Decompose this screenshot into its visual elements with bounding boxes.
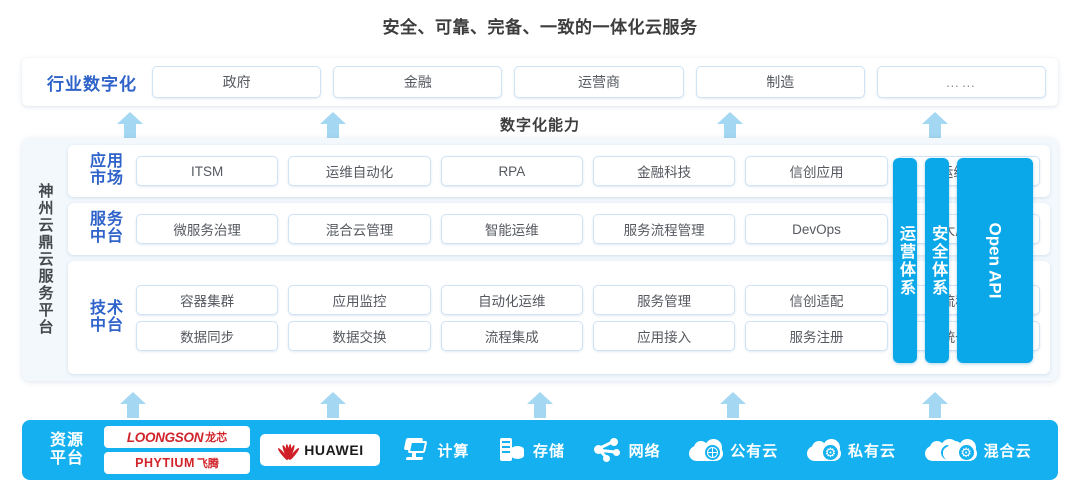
tag-hybrid-cloud-mgmt[interactable]: 混合云管理 [288, 214, 431, 244]
industry-band: 行业数字化 政府 金融 运营商 制造 …… [22, 58, 1058, 106]
resource-item-network[interactable]: 网络 [593, 437, 661, 463]
industry-box-list: 政府 金融 运营商 制造 …… [152, 66, 1048, 98]
up-arrow-icon [720, 392, 746, 418]
tag-fintech[interactable]: 金融科技 [592, 156, 736, 186]
pillar-open-api-label: Open API [985, 222, 1005, 299]
up-arrow-icon [717, 112, 743, 138]
resource-label-line1: 资源 [49, 431, 84, 449]
industry-item-government[interactable]: 政府 [152, 66, 322, 98]
layer-service-midplatform-label: 服务 中台 [78, 211, 136, 246]
layer-label-line2: 中台 [89, 228, 124, 245]
industry-item-finance[interactable]: 金融 [333, 66, 503, 98]
resource-item-hybrid-cloud-label: 混合云 [983, 442, 1032, 460]
phytium-logo: PHYTIUM 飞腾 [104, 452, 250, 474]
resource-item-hybrid-cloud[interactable]: ⚙ 混合云 [924, 439, 1032, 461]
tag-devops[interactable]: DevOps [745, 214, 888, 244]
tag-data-sync[interactable]: 数据同步 [136, 320, 279, 351]
network-icon [593, 437, 622, 463]
pillar-open-api[interactable]: Open API [957, 158, 1034, 363]
layer-label-line1: 技术 [89, 299, 124, 317]
huawei-petal-icon [276, 441, 301, 461]
loongson-logo: LOONGSON 龙芯 [104, 426, 250, 448]
resource-item-compute-label: 计算 [437, 442, 470, 460]
layer-service-midplatform: 服务 中台 微服务治理 混合云管理 智能运维 服务流程管理 DevOps 大屏展… [68, 203, 1050, 255]
loongson-cn-text: 龙芯 [205, 432, 228, 444]
hybrid-cloud-private-part: ⚙ [942, 439, 977, 461]
phytium-cn-text: 飞腾 [196, 458, 219, 470]
resource-label-line2: 平台 [49, 450, 84, 467]
loongson-brand-text: LOONGSON [126, 429, 204, 445]
tag-ops-automation[interactable]: 运维自动化 [288, 156, 431, 186]
tag-xinchuang-app[interactable]: 信创应用 [745, 156, 888, 186]
hybrid-cloud-icon: ⚙ [924, 439, 977, 461]
layer-label-line2: 中台 [89, 316, 124, 334]
tag-service-mgmt[interactable]: 服务管理 [592, 284, 736, 315]
resource-item-list: 计算 存储 网络 公有云 [380, 437, 1046, 463]
platform-side-label: 神州云鼎云服务平台 [22, 138, 68, 381]
up-arrow-icon [120, 392, 146, 418]
resource-item-storage[interactable]: 存储 [498, 437, 565, 463]
page-title: 安全、可靠、完备、一致的一体化云服务 [382, 18, 698, 37]
gear-icon: ⚙ [958, 445, 974, 460]
pillar-operations-system-label: 运营体系 [897, 224, 915, 297]
resource-item-private-cloud[interactable]: ⚙ 私有云 [806, 439, 896, 461]
tag-xinchuang-adaptation[interactable]: 信创适配 [745, 284, 888, 315]
tag-automated-ops[interactable]: 自动化运维 [440, 284, 583, 315]
tag-microservice-governance[interactable]: 微服务治理 [136, 214, 279, 244]
platform-pillars: 运营体系 安全体系 Open API [893, 158, 1034, 363]
public-cloud-icon [689, 439, 724, 461]
resource-item-network-label: 网络 [628, 442, 661, 460]
gear-icon: ⚙ [822, 445, 838, 460]
up-arrow-icon [320, 112, 346, 138]
layer-tech-midplatform-label: 技术 中台 [78, 299, 136, 335]
resource-item-public-cloud-label: 公有云 [730, 442, 779, 460]
resource-platform-bar: 资源 平台 LOONGSON 龙芯 PHYTIUM 飞腾 HUAWEI [22, 420, 1058, 480]
layer-label-line1: 服务 [89, 211, 124, 229]
resource-item-public-cloud[interactable]: 公有云 [689, 439, 778, 461]
up-arrow-icon [922, 392, 948, 418]
tag-process-integration[interactable]: 流程集成 [440, 320, 583, 351]
compute-icon [402, 437, 430, 463]
industry-item-more[interactable]: …… [876, 66, 1047, 98]
tag-data-exchange[interactable]: 数据交换 [288, 320, 431, 351]
resource-item-compute[interactable]: 计算 [402, 437, 469, 463]
resource-platform-label: 资源 平台 [34, 432, 100, 469]
huawei-logo: HUAWEI [260, 434, 380, 466]
up-arrow-icon [527, 392, 553, 418]
pillar-security-system-label: 安全体系 [929, 224, 947, 297]
tag-container-cluster[interactable]: 容器集群 [136, 284, 279, 315]
layer-label-line1: 应用 [89, 153, 124, 171]
phytium-brand-text: PHYTIUM [135, 456, 195, 470]
tag-app-monitoring[interactable]: 应用监控 [288, 284, 431, 315]
up-arrow-icon [320, 392, 346, 418]
platform-side-label-text: 神州云鼎云服务平台 [36, 183, 54, 336]
capability-title: 数字化能力 [499, 117, 580, 134]
industry-band-label: 行业数字化 [47, 74, 137, 94]
industry-item-manufacturing[interactable]: 制造 [695, 66, 865, 98]
pillar-security-system[interactable]: 安全体系 [925, 158, 950, 363]
tag-app-access[interactable]: 应用接入 [592, 320, 736, 351]
layer-label-line2: 市场 [89, 170, 124, 187]
industry-item-operator[interactable]: 运营商 [514, 66, 684, 98]
pillar-operations-system[interactable]: 运营体系 [893, 158, 918, 363]
huawei-brand-text: HUAWEI [304, 442, 364, 458]
resource-item-storage-label: 存储 [532, 442, 565, 460]
resource-item-private-cloud-label: 私有云 [847, 442, 896, 460]
up-arrow-icon [922, 112, 948, 138]
tag-itsm[interactable]: ITSM [136, 156, 279, 186]
tag-intelligent-ops[interactable]: 智能运维 [440, 214, 583, 244]
storage-icon [498, 437, 526, 463]
tag-rpa[interactable]: RPA [440, 156, 583, 186]
globe-icon [705, 445, 721, 460]
tag-service-process-mgmt[interactable]: 服务流程管理 [592, 214, 736, 244]
up-arrow-icon [117, 112, 143, 138]
private-cloud-icon: ⚙ [806, 439, 841, 461]
layer-app-market-label: 应用 市场 [78, 153, 136, 188]
cpu-vendor-chips: LOONGSON 龙芯 PHYTIUM 飞腾 [104, 426, 250, 474]
tag-service-registry[interactable]: 服务注册 [745, 320, 888, 351]
